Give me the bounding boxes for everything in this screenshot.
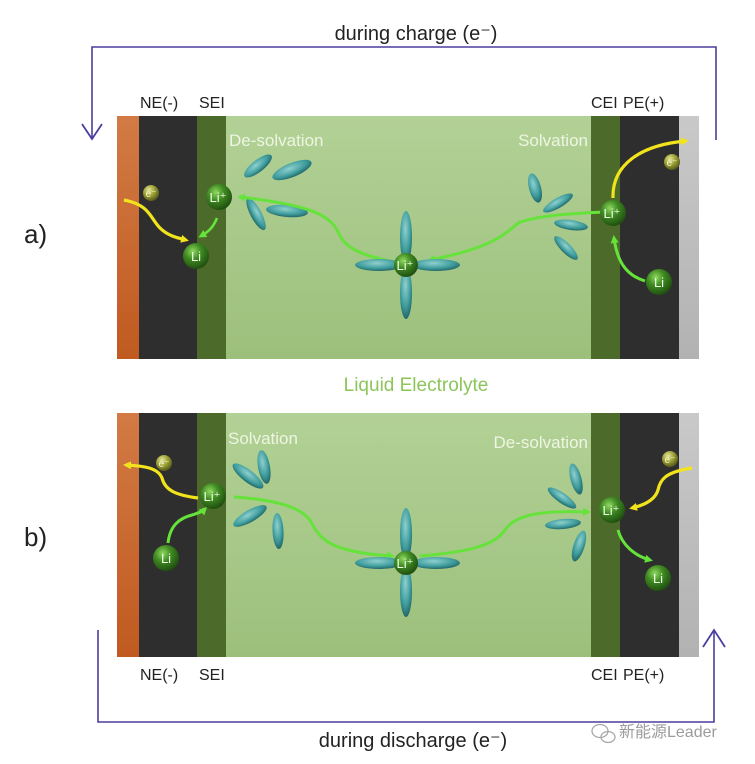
svg-text:e⁻: e⁻ <box>159 459 170 470</box>
arrow-up-icon <box>702 628 726 648</box>
panel-a-ne-label: NE(-) <box>140 95 178 112</box>
svg-text:Li⁺: Li⁺ <box>397 258 414 273</box>
panel-b-electron-left: e⁻ <box>156 455 172 471</box>
wechat-icon <box>591 723 616 744</box>
panel-a-electron-path-left <box>123 198 189 243</box>
panel-a-solvated-li-ion: Li⁺ <box>355 211 460 319</box>
panel-a-pe-label: PE(+) <box>623 95 664 112</box>
arrow-down-icon <box>81 123 103 141</box>
panel-b-electron-right: e⁻ <box>662 451 678 467</box>
panel-a-li-ion-sei: Li⁺ <box>206 184 232 210</box>
panel-b-label: b) <box>24 522 47 552</box>
panel-a-electron-path-right <box>611 137 689 199</box>
panel-a-positive-electrode <box>620 116 679 359</box>
panel-a-cei-label: CEI <box>591 95 618 112</box>
charge-title: during charge (e⁻) <box>335 23 498 45</box>
panel-a-ion-path-right <box>427 210 606 263</box>
panel-a-electron-right: e⁻ <box>664 154 680 170</box>
panel-b-li-metal-pe: Li <box>645 565 671 591</box>
panel-b-pos-current-collector <box>679 413 699 657</box>
panel-a-ion-path-left <box>237 193 391 263</box>
panel-b-metal-to-ion-path <box>166 506 208 544</box>
panel-b-pe-label: PE(+) <box>623 667 664 684</box>
svg-text:e⁻: e⁻ <box>146 189 157 200</box>
panel-b-ion-to-metal-path <box>616 529 653 563</box>
panel-a-left-process: De-solvation <box>229 131 324 150</box>
panel-b-cei-label: CEI <box>591 667 618 684</box>
panel-b-sei-layer <box>197 413 226 657</box>
discharge-circuit: during discharge (e⁻) <box>97 628 726 752</box>
svg-text:Li⁺: Li⁺ <box>604 206 621 221</box>
panel-a-label: a) <box>24 219 47 249</box>
panel-b-solvent-right <box>545 463 587 562</box>
discharge-circuit-wire <box>97 630 715 723</box>
panel-b-solvent-left <box>232 450 284 549</box>
panel-b-li-metal-ne: Li <box>153 545 179 571</box>
svg-text:e⁻: e⁻ <box>667 158 678 169</box>
panel-a-sei-layer <box>197 116 226 359</box>
panel-a-pos-current-collector <box>679 116 699 359</box>
panel-a-li-metal-ne: Li <box>183 243 209 269</box>
panel-a-metal-to-ion-path <box>610 235 646 283</box>
panel-b: b) Solvation De-solvation e⁻ Li⁺ Li <box>24 413 699 684</box>
panel-b-li-ion-sei: Li⁺ <box>200 483 226 509</box>
panel-a-li-ion-cei: Li⁺ <box>600 200 626 226</box>
panel-b-li-ion-cei: Li⁺ <box>599 497 625 523</box>
panel-a: a) NE(-) SEI CEI PE(+) De-solvation Solv… <box>24 95 699 359</box>
watermark: 新能源Leader <box>591 723 717 744</box>
discharge-title: during discharge (e⁻) <box>319 730 507 752</box>
svg-text:Li⁺: Li⁺ <box>210 190 227 205</box>
panel-b-right-process: De-solvation <box>494 433 589 452</box>
watermark-text: 新能源Leader <box>619 723 717 741</box>
panel-b-solvated-li-ion: Li⁺ <box>355 508 460 617</box>
panel-a-sei-label: SEI <box>199 95 225 112</box>
panel-a-neg-current-collector <box>117 116 139 359</box>
panel-b-sei-label: SEI <box>199 667 225 684</box>
svg-text:Li⁺: Li⁺ <box>397 556 414 571</box>
panel-a-li-metal-pe: Li <box>646 269 672 295</box>
panel-a-solvent-right <box>528 173 588 260</box>
panel-b-ion-path-right <box>419 507 591 558</box>
panel-a-cei-layer <box>591 116 620 359</box>
panel-a-electron-left: e⁻ <box>143 185 159 201</box>
charge-circuit: during charge (e⁻) <box>81 23 717 141</box>
svg-text:Li: Li <box>653 571 663 586</box>
charge-circuit-wire <box>91 46 717 140</box>
svg-text:Li: Li <box>654 275 664 290</box>
panel-b-electron-path-left <box>123 461 199 500</box>
panel-b-left-process: Solvation <box>228 429 298 448</box>
panel-b-negative-electrode <box>139 413 197 657</box>
panel-b-cei-layer <box>591 413 620 657</box>
panel-b-positive-electrode <box>620 413 679 657</box>
panel-b-ion-path-left <box>233 495 395 560</box>
svg-text:Li⁺: Li⁺ <box>204 489 221 504</box>
panel-b-electron-path-right <box>629 466 693 511</box>
panel-b-ne-label: NE(-) <box>140 667 178 684</box>
panel-a-negative-electrode <box>139 116 197 359</box>
svg-text:Li⁺: Li⁺ <box>603 503 620 518</box>
liquid-electrolyte-label: Liquid Electrolyte <box>344 375 489 396</box>
panel-a-ion-to-metal-path <box>198 217 219 238</box>
svg-text:Li: Li <box>191 249 201 264</box>
panel-b-neg-current-collector <box>117 413 139 657</box>
panel-a-right-process: Solvation <box>518 131 588 150</box>
svg-text:e⁻: e⁻ <box>665 455 676 466</box>
svg-text:Li: Li <box>161 551 171 566</box>
